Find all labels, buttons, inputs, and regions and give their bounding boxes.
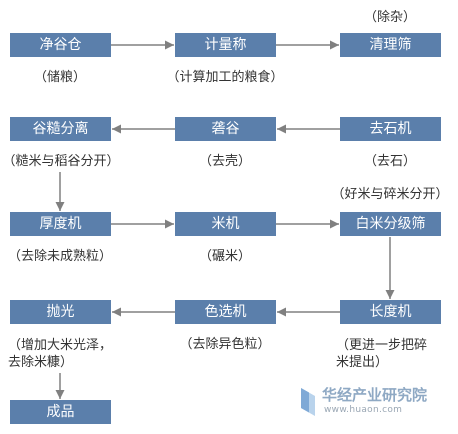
note-length-grader: （更进一步把碎 米提出） (336, 337, 427, 371)
node-length-grader: 长度机 (340, 300, 441, 324)
node-clean-granary: 净谷仓 (10, 33, 111, 57)
node-color-sorter: 色选机 (175, 300, 276, 324)
node-rice-mill: 米机 (175, 212, 276, 236)
huajing-logo-icon (301, 388, 315, 416)
note-husker: （去壳） (198, 154, 252, 169)
watermark-name: 华经产业研究院 (322, 386, 428, 404)
note-length-grader-line-1: （更进一步把碎 (336, 338, 428, 353)
node-destoner: 去石机 (340, 117, 441, 141)
note-length-grader-line-2: 米提出） (336, 355, 389, 370)
note-thickness-grader: （去除未成熟粒） (7, 249, 113, 264)
watermark-url: www.huaon.com (324, 405, 403, 415)
node-cleaning-sieve: 清理筛 (340, 33, 441, 57)
note-paddy-separator: （糙米与稻谷分开） (2, 154, 120, 169)
note-polisher-line-1: （增加大米光泽， (8, 338, 113, 353)
node-white-rice-grader: 白米分级筛 (340, 212, 441, 236)
note-polisher-line-2: 去除米糠） (8, 355, 74, 370)
note-color-sorter: （去除异色粒） (179, 337, 271, 352)
node-thickness-grader: 厚度机 (10, 212, 111, 236)
note-rice-mill: （碾米） (198, 249, 252, 264)
node-weighing-scale: 计量称 (175, 33, 276, 57)
watermark: 华经产业研究院 www.huaon.com (298, 384, 448, 424)
node-paddy-separator: 谷糙分离 (10, 117, 111, 141)
node-polisher: 抛光 (10, 300, 111, 324)
node-husker: 砻谷 (175, 117, 276, 141)
note-weighing-scale: （计算加工的粮食） (166, 70, 284, 85)
note-cleaning-sieve: （除杂） (363, 10, 417, 25)
note-clean-granary: （储粮） (33, 70, 87, 85)
node-finished-product: 成品 (10, 400, 111, 424)
note-polisher: （增加大米光泽， 去除米糠） (8, 337, 112, 371)
note-white-rice-grader: （好米与碎米分开） (331, 187, 449, 202)
note-destoner: （去石） (363, 154, 417, 169)
